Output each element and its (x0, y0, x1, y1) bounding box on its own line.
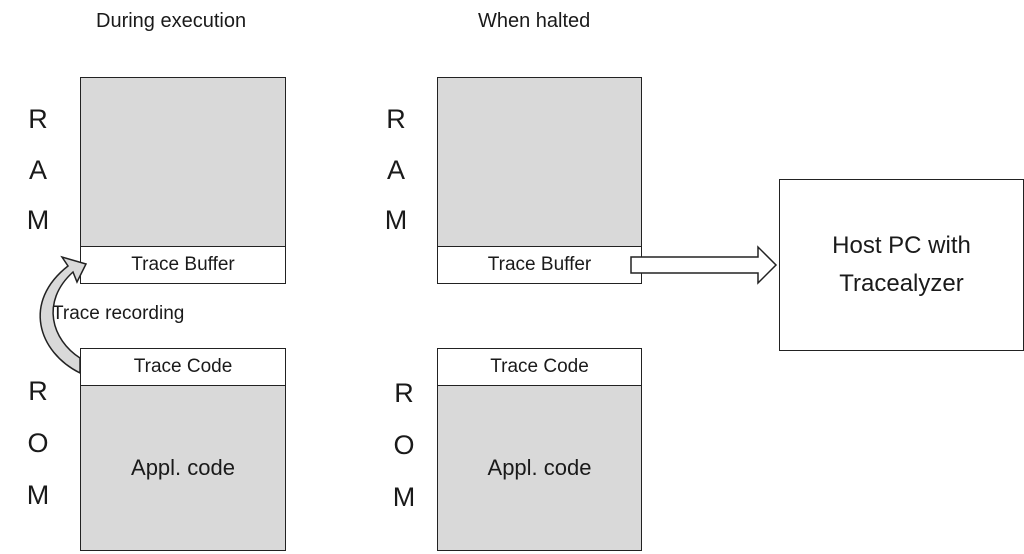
trace-recording-arrow (39, 255, 88, 375)
left-rom-letter-r: R (28, 376, 48, 406)
left-rom-letter-m: M (26, 480, 50, 510)
right-trace-buffer: Trace Buffer (437, 246, 642, 284)
host-pc-line1: Host PC with (832, 232, 971, 259)
left-ram-block (80, 77, 286, 247)
right-rom-letter-r: R (394, 378, 414, 408)
heading-during-execution: During execution (96, 10, 247, 32)
left-rom-letter-o: O (27, 428, 49, 458)
host-pc-line2: Tracealyzer (839, 270, 964, 297)
left-ram-letter-a: A (28, 155, 47, 185)
right-appl-code: Appl. code (437, 385, 642, 551)
upload-arrow (630, 245, 778, 285)
right-rom-letter-o: O (393, 430, 415, 460)
left-ram-letter-r: R (28, 104, 48, 134)
right-ram-block (437, 77, 642, 247)
left-appl-code: Appl. code (80, 385, 286, 551)
right-ram-letter-a: A (386, 155, 405, 185)
host-pc-box: Host PC with Tracealyzer (779, 179, 1024, 351)
right-ram-letter-m: M (384, 205, 408, 235)
right-rom-letter-m: M (392, 482, 416, 512)
left-ram-letter-m: M (26, 205, 50, 235)
left-trace-buffer: Trace Buffer (80, 246, 286, 284)
heading-when-halted: When halted (478, 10, 591, 32)
right-ram-letter-r: R (386, 104, 406, 134)
trace-recording-label: Trace recording (52, 303, 185, 324)
